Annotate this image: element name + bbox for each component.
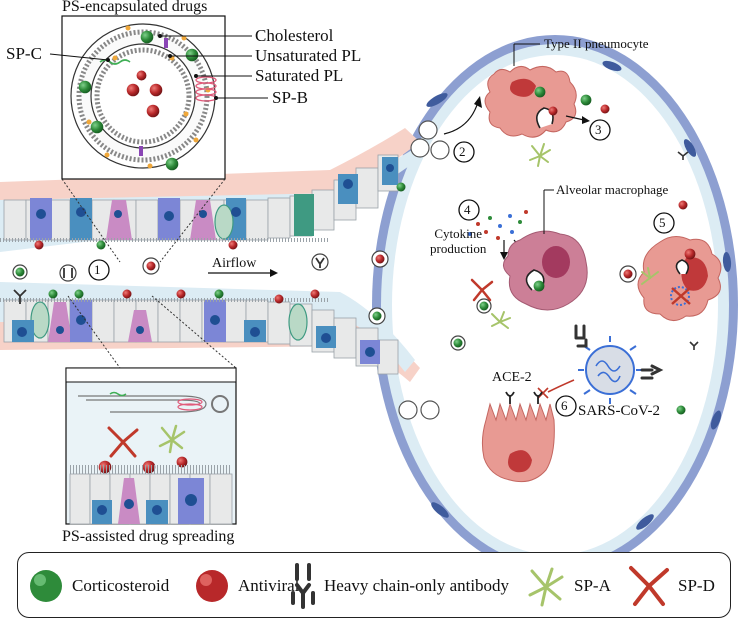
label-sp-b: SP-B — [272, 88, 308, 107]
alveolus — [372, 35, 738, 575]
upper-epithelium — [0, 154, 399, 242]
step-5: 5 — [659, 215, 666, 230]
label-ace2: ACE-2 — [492, 370, 532, 385]
step-4: 4 — [464, 202, 471, 217]
liposome-inset — [49, 15, 268, 263]
antiviral-icon — [196, 570, 228, 602]
label-cholesterol: Cholesterol — [255, 26, 334, 45]
label-sars-cov-2: SARS-CoV-2 — [578, 403, 660, 419]
legend-item-sp-a: SP-A — [524, 553, 611, 619]
ace2-cell — [481, 391, 555, 483]
label-airflow: Airflow — [212, 256, 257, 271]
label-type2-pneumocyte: Type II pneumocyte — [544, 36, 649, 51]
infected-cell — [637, 236, 722, 321]
legend: Corticosteroid Antiviral Heavy chain-onl… — [17, 552, 731, 618]
label-unsaturated-pl: Unsaturated PL — [255, 46, 362, 65]
legend-item-antiviral: Antiviral — [192, 553, 299, 619]
alveolar-macrophage — [503, 189, 588, 311]
legend-item-corticosteroid: Corticosteroid — [26, 553, 169, 619]
airway-particles — [12, 182, 406, 325]
legend-label-antibody: Heavy chain-only antibody — [324, 576, 510, 595]
label-alveolar-macrophage: Alveolar macrophage — [556, 182, 669, 197]
label-ps-encapsulated: PS-encapsulated drugs — [62, 0, 208, 15]
legend-item-antibody: Heavy chain-only antibody — [288, 553, 509, 619]
label-cytokine: Cytokine production — [430, 226, 487, 256]
surfactant-vesicles — [398, 120, 450, 420]
step-6: 6 — [561, 398, 568, 413]
step-1: 1 — [94, 262, 101, 277]
type2-pneumocyte — [484, 43, 577, 138]
step-2: 2 — [459, 144, 466, 159]
legend-label-sp-a: SP-A — [574, 576, 611, 595]
label-sp-c: SP-C — [6, 44, 42, 63]
legend-label-antiviral: Antiviral — [238, 576, 300, 595]
cytokines — [468, 210, 528, 240]
sars-cov-2-virus — [578, 336, 642, 404]
sp-a-icon — [528, 567, 564, 607]
antibody-icon — [291, 563, 315, 609]
label-saturated-pl: Saturated PL — [255, 66, 344, 85]
step-markers — [88, 119, 675, 417]
sp-d-icon — [629, 566, 669, 606]
legend-label-corticosteroid: Corticosteroid — [72, 576, 170, 595]
corticosteroid-icon — [30, 570, 62, 602]
spreading-inset — [65, 295, 237, 525]
legend-item-sp-d: SP-D — [624, 553, 715, 619]
label-ps-spreading: PS-assisted drug spreading — [62, 528, 235, 545]
lower-epithelium — [0, 298, 399, 375]
legend-label-sp-d: SP-D — [678, 576, 715, 595]
step-3: 3 — [595, 122, 602, 137]
